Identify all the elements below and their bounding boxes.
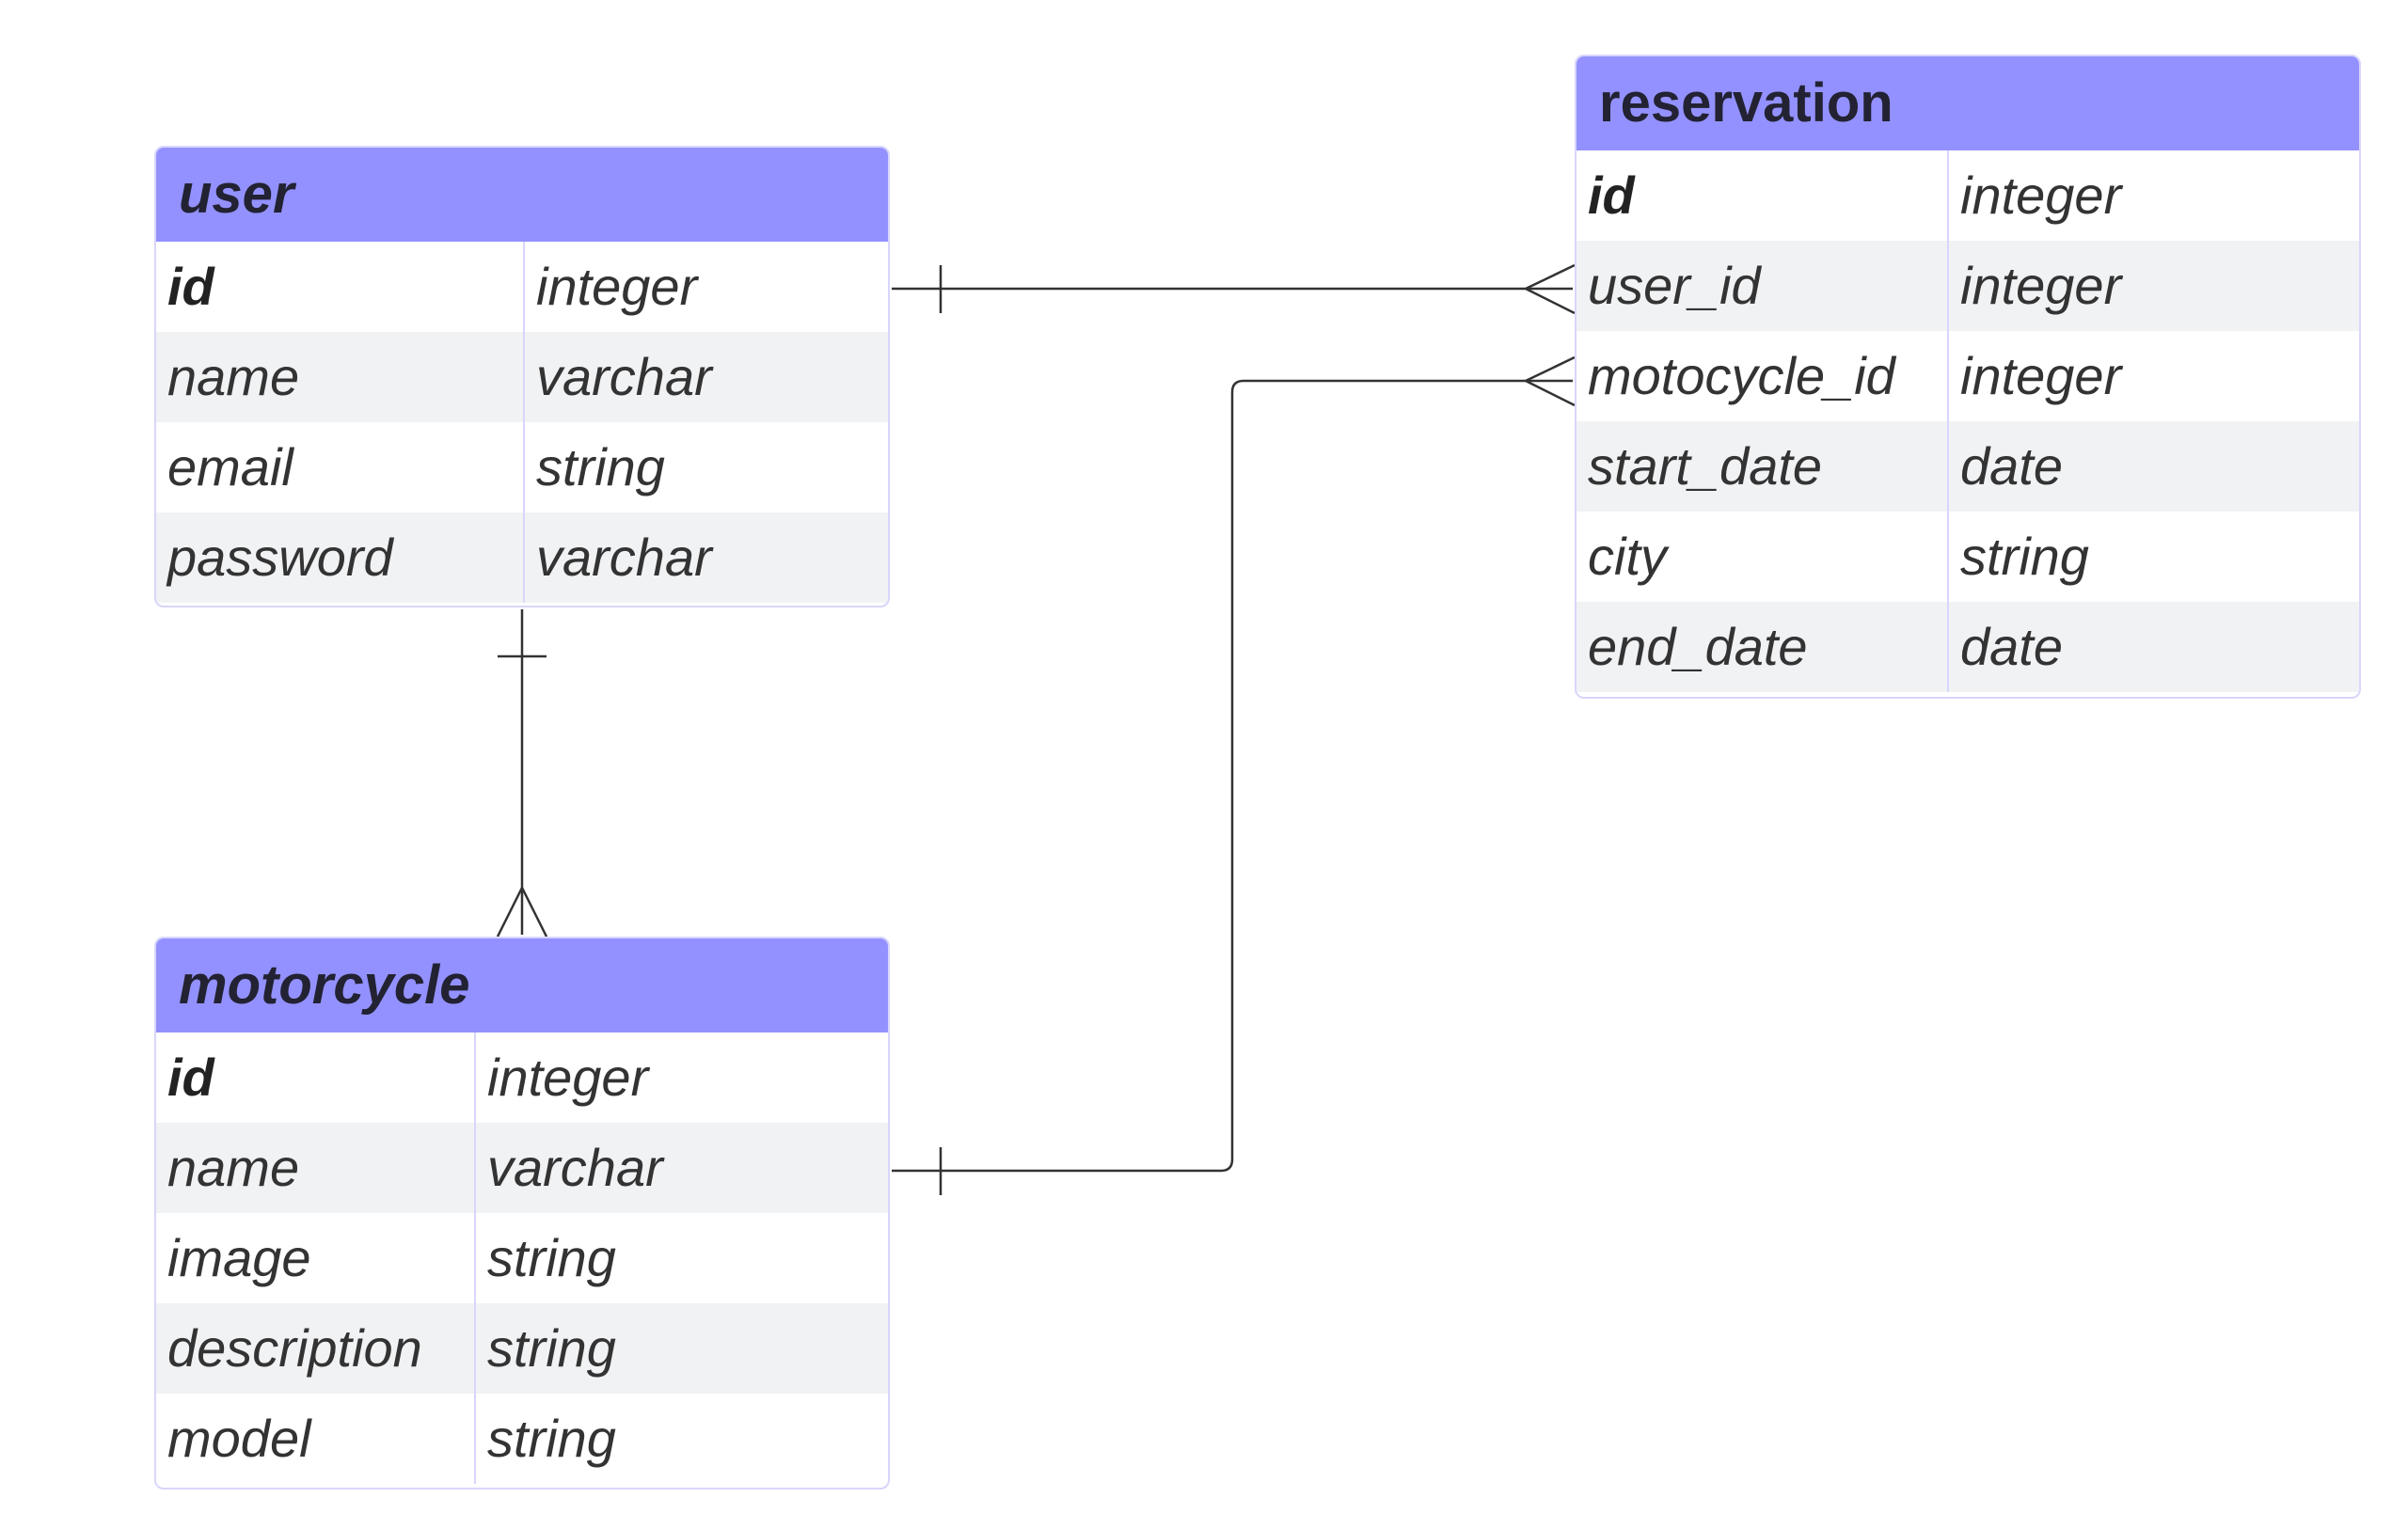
field-type: integer (1960, 166, 2122, 225)
entity-user[interactable]: user id integer name varchar email strin… (154, 146, 890, 607)
field-name: user_id (1576, 241, 1949, 331)
field-name: name (156, 332, 525, 422)
table-row: id integer (156, 1032, 888, 1123)
field-name: start_date (1576, 421, 1949, 512)
table-row: id integer (156, 242, 888, 332)
table-row: description string (156, 1303, 888, 1394)
table-row: user_id integer (1576, 241, 2359, 331)
table-row: name varchar (156, 1123, 888, 1213)
table-row: motocycle_id integer (1576, 331, 2359, 421)
table-row: model string (156, 1394, 888, 1484)
field-type: date (1960, 617, 2063, 676)
field-type: integer (487, 1048, 649, 1107)
entity-title: user (156, 148, 888, 242)
field-name: image (156, 1213, 476, 1303)
field-type: date (1960, 436, 2063, 496)
field-name: id (156, 242, 525, 332)
field-name: description (156, 1303, 476, 1394)
entity-motorcycle[interactable]: motorcycle id integer name varchar image… (154, 937, 890, 1490)
field-type: string (487, 1228, 616, 1287)
table-row: name varchar (156, 332, 888, 422)
field-name: city (1576, 512, 1949, 602)
table-row: start_date date (1576, 421, 2359, 512)
rel-user-reservation (892, 263, 1576, 315)
entity-title: reservation (1576, 56, 2359, 150)
field-name: id (156, 1032, 476, 1123)
field-name: email (156, 422, 525, 512)
table-row: image string (156, 1213, 888, 1303)
field-type: varchar (536, 528, 712, 587)
entity-reservation[interactable]: reservation id integer user_id integer m… (1575, 55, 2361, 699)
table-row: city string (1576, 512, 2359, 602)
table-row: end_date date (1576, 602, 2359, 692)
field-type: integer (1960, 256, 2122, 315)
field-name: end_date (1576, 602, 1949, 692)
field-type: varchar (536, 347, 712, 406)
field-name: motocycle_id (1576, 331, 1949, 421)
field-name: model (156, 1394, 476, 1484)
field-type: integer (1960, 346, 2122, 405)
table-row: password varchar (156, 512, 888, 603)
rel-motorcycle-reservation (892, 355, 1576, 1195)
field-type: string (487, 1409, 616, 1468)
field-type: string (487, 1318, 616, 1378)
table-row: email string (156, 422, 888, 512)
table-row: id integer (1576, 150, 2359, 241)
field-type: string (536, 437, 665, 497)
field-name: name (156, 1123, 476, 1213)
field-type: string (1960, 527, 2089, 586)
field-type: varchar (487, 1138, 663, 1197)
field-name: password (156, 512, 525, 603)
field-type: integer (536, 257, 698, 316)
rel-user-motorcycle (496, 609, 548, 938)
field-name: id (1576, 150, 1949, 241)
entity-title: motorcycle (156, 938, 888, 1032)
